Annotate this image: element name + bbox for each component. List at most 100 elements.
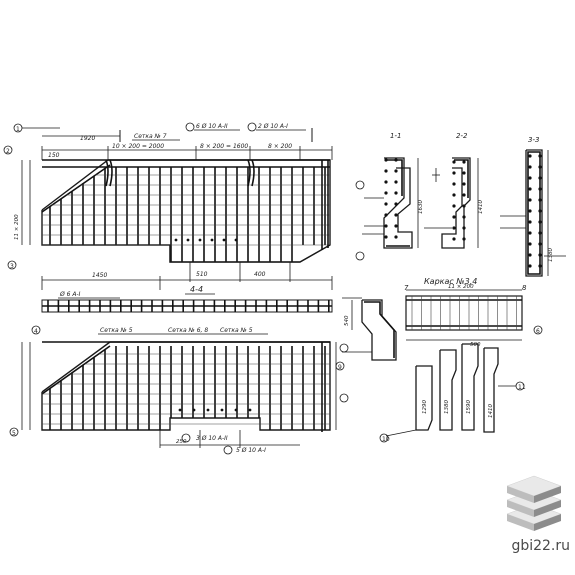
- section-rebar-dot: [528, 242, 532, 246]
- rebar-callout-4: 3 Ø 10 A-II: [196, 435, 228, 442]
- section-rebar-dot: [452, 237, 456, 241]
- pos-mark-6: 6: [536, 328, 540, 335]
- rebar-dot: [234, 238, 238, 242]
- logo-slab-right: [534, 500, 561, 517]
- frame-end-b: 8: [522, 284, 527, 292]
- pos-mark-9: 11: [518, 384, 526, 391]
- section-rebar-dot: [452, 171, 456, 175]
- rebar-dot: [234, 408, 238, 412]
- dim-top-3: 8 × 200: [268, 143, 292, 150]
- section-rebar-dot: [538, 176, 542, 180]
- section-rebar-dot: [384, 191, 388, 195]
- site-watermark[interactable]: gbi22.ru: [511, 538, 570, 554]
- section-rebar-dot: [538, 253, 542, 257]
- section-rebar-dot: [528, 176, 532, 180]
- section-rebar-dot: [538, 187, 542, 191]
- dim-bottom-1: 1450: [92, 272, 107, 279]
- dim-bar-4: 1410: [488, 404, 494, 418]
- lower-mesh-elevation: [41, 341, 331, 432]
- section-rebar-dot: [462, 160, 466, 164]
- section-rebar-dot: [462, 182, 466, 186]
- mesh-label-5b: Сетка № 5: [220, 327, 253, 334]
- rebar-dot: [220, 408, 224, 412]
- rebar-dot: [206, 408, 210, 412]
- logo-slab-left: [507, 500, 534, 517]
- logo-slab-left: [507, 514, 534, 531]
- section-rebar-dot: [462, 171, 466, 175]
- stacked-slabs-logo-icon: [503, 474, 565, 534]
- frame-end-a: 7: [404, 284, 409, 292]
- dim-sec2-h: 1410: [478, 200, 484, 214]
- section-rebar-dot: [394, 224, 398, 228]
- upper-mesh-callouts: Сетка № 7 6 Ø 10 A-II 2 Ø 10 A-I 1 2: [3, 122, 306, 155]
- section-rebar-dot: [528, 187, 532, 191]
- section-4-4-label: 4-4: [190, 285, 203, 294]
- section-rebar-dot: [394, 158, 398, 162]
- section-rebar-dot: [452, 204, 456, 208]
- dim-top-5: 150: [48, 152, 60, 159]
- section-rebar-dot: [384, 158, 388, 162]
- section-rebar-dot: [528, 253, 532, 257]
- section-rebar-dot: [528, 198, 532, 202]
- logo-slab-right: [534, 486, 561, 503]
- rebar-dot: [174, 238, 178, 242]
- upper-left-dims: 11 × 200 3: [7, 160, 31, 270]
- pos-mark-3: 3: [10, 263, 14, 270]
- section-rebar-dot: [384, 213, 388, 217]
- rebar-dot: [192, 408, 196, 412]
- rebar-dot: [210, 238, 214, 242]
- dim-sec1-h: 1630: [418, 200, 424, 214]
- section-rebar-dot: [452, 182, 456, 186]
- section-rebar-dot: [384, 202, 388, 206]
- dim-detail-a: 540: [344, 315, 350, 326]
- mesh-label-5a: Сетка № 5: [100, 327, 133, 334]
- section-rebar-dot: [462, 237, 466, 241]
- section-rebar-dot: [384, 180, 388, 184]
- pos-mark-8: 10: [382, 436, 390, 443]
- top-dimension-chain: 10 × 200 = 2000 8 × 200 = 1600 8 × 200 1…: [41, 128, 333, 160]
- dim-left-upper: 11 × 200: [14, 214, 20, 240]
- section-rebar-dot: [528, 264, 532, 268]
- dim-frame-bottom: 500: [470, 342, 481, 348]
- pos-mark-7: 9: [338, 364, 342, 371]
- section-rebar-dot: [528, 231, 532, 235]
- section-rebar-dot: [462, 204, 466, 208]
- section-rebar-dot: [538, 198, 542, 202]
- dim-top-2: 8 × 200 = 1600: [200, 143, 248, 150]
- rebar-dot: [198, 238, 202, 242]
- section-1-1-label: 1-1: [390, 132, 401, 140]
- section-2-2-label: 2-2: [456, 132, 468, 140]
- logo-slab-left: [507, 486, 534, 503]
- section-rebar-dot: [384, 224, 388, 228]
- upper-bottom-dims: 1450 510 400 4-4 Ø 6 A-I: [41, 262, 333, 299]
- dim-bottom-lower: 250: [176, 439, 187, 445]
- section-rebar-dot: [452, 226, 456, 230]
- section-rebar-dot: [462, 193, 466, 197]
- section-rebar-dot: [538, 154, 542, 158]
- dim-top-4: 1920: [80, 135, 95, 142]
- rebar-dot: [186, 238, 190, 242]
- section-4-4-strip: [41, 299, 333, 313]
- section-rebar-dot: [528, 220, 532, 224]
- section-rebar-dot: [394, 169, 398, 173]
- section-rebar-dot: [528, 154, 532, 158]
- section-rebar-dot: [538, 209, 542, 213]
- pos-mark-4: 4: [34, 328, 38, 335]
- section-rebar-dot: [394, 235, 398, 239]
- rebar-dot: [178, 408, 182, 412]
- section-rebar-dot: [538, 242, 542, 246]
- section-rebar-dot: [452, 215, 456, 219]
- logo-slab-right: [534, 514, 561, 531]
- section-rebar-dot: [394, 180, 398, 184]
- mesh-label-7: Сетка № 7: [134, 133, 167, 140]
- rebar-callout-3: Ø 6 A-I: [59, 291, 81, 298]
- section-rebar-dot: [462, 215, 466, 219]
- pos-mark-5: 5: [12, 430, 16, 437]
- section-rebar-dot: [394, 191, 398, 195]
- rebar-callout-1: 6 Ø 10 A-II: [196, 123, 228, 130]
- pos-mark-2: 2: [6, 148, 10, 155]
- dim-frame-top: 11 × 200: [448, 284, 474, 290]
- section-rebar-dot: [452, 193, 456, 197]
- frame-3-4: Каркас №3,4 11 × 200 500 6 7 8 9 540 129…: [335, 277, 543, 443]
- section-rebar-dot: [462, 226, 466, 230]
